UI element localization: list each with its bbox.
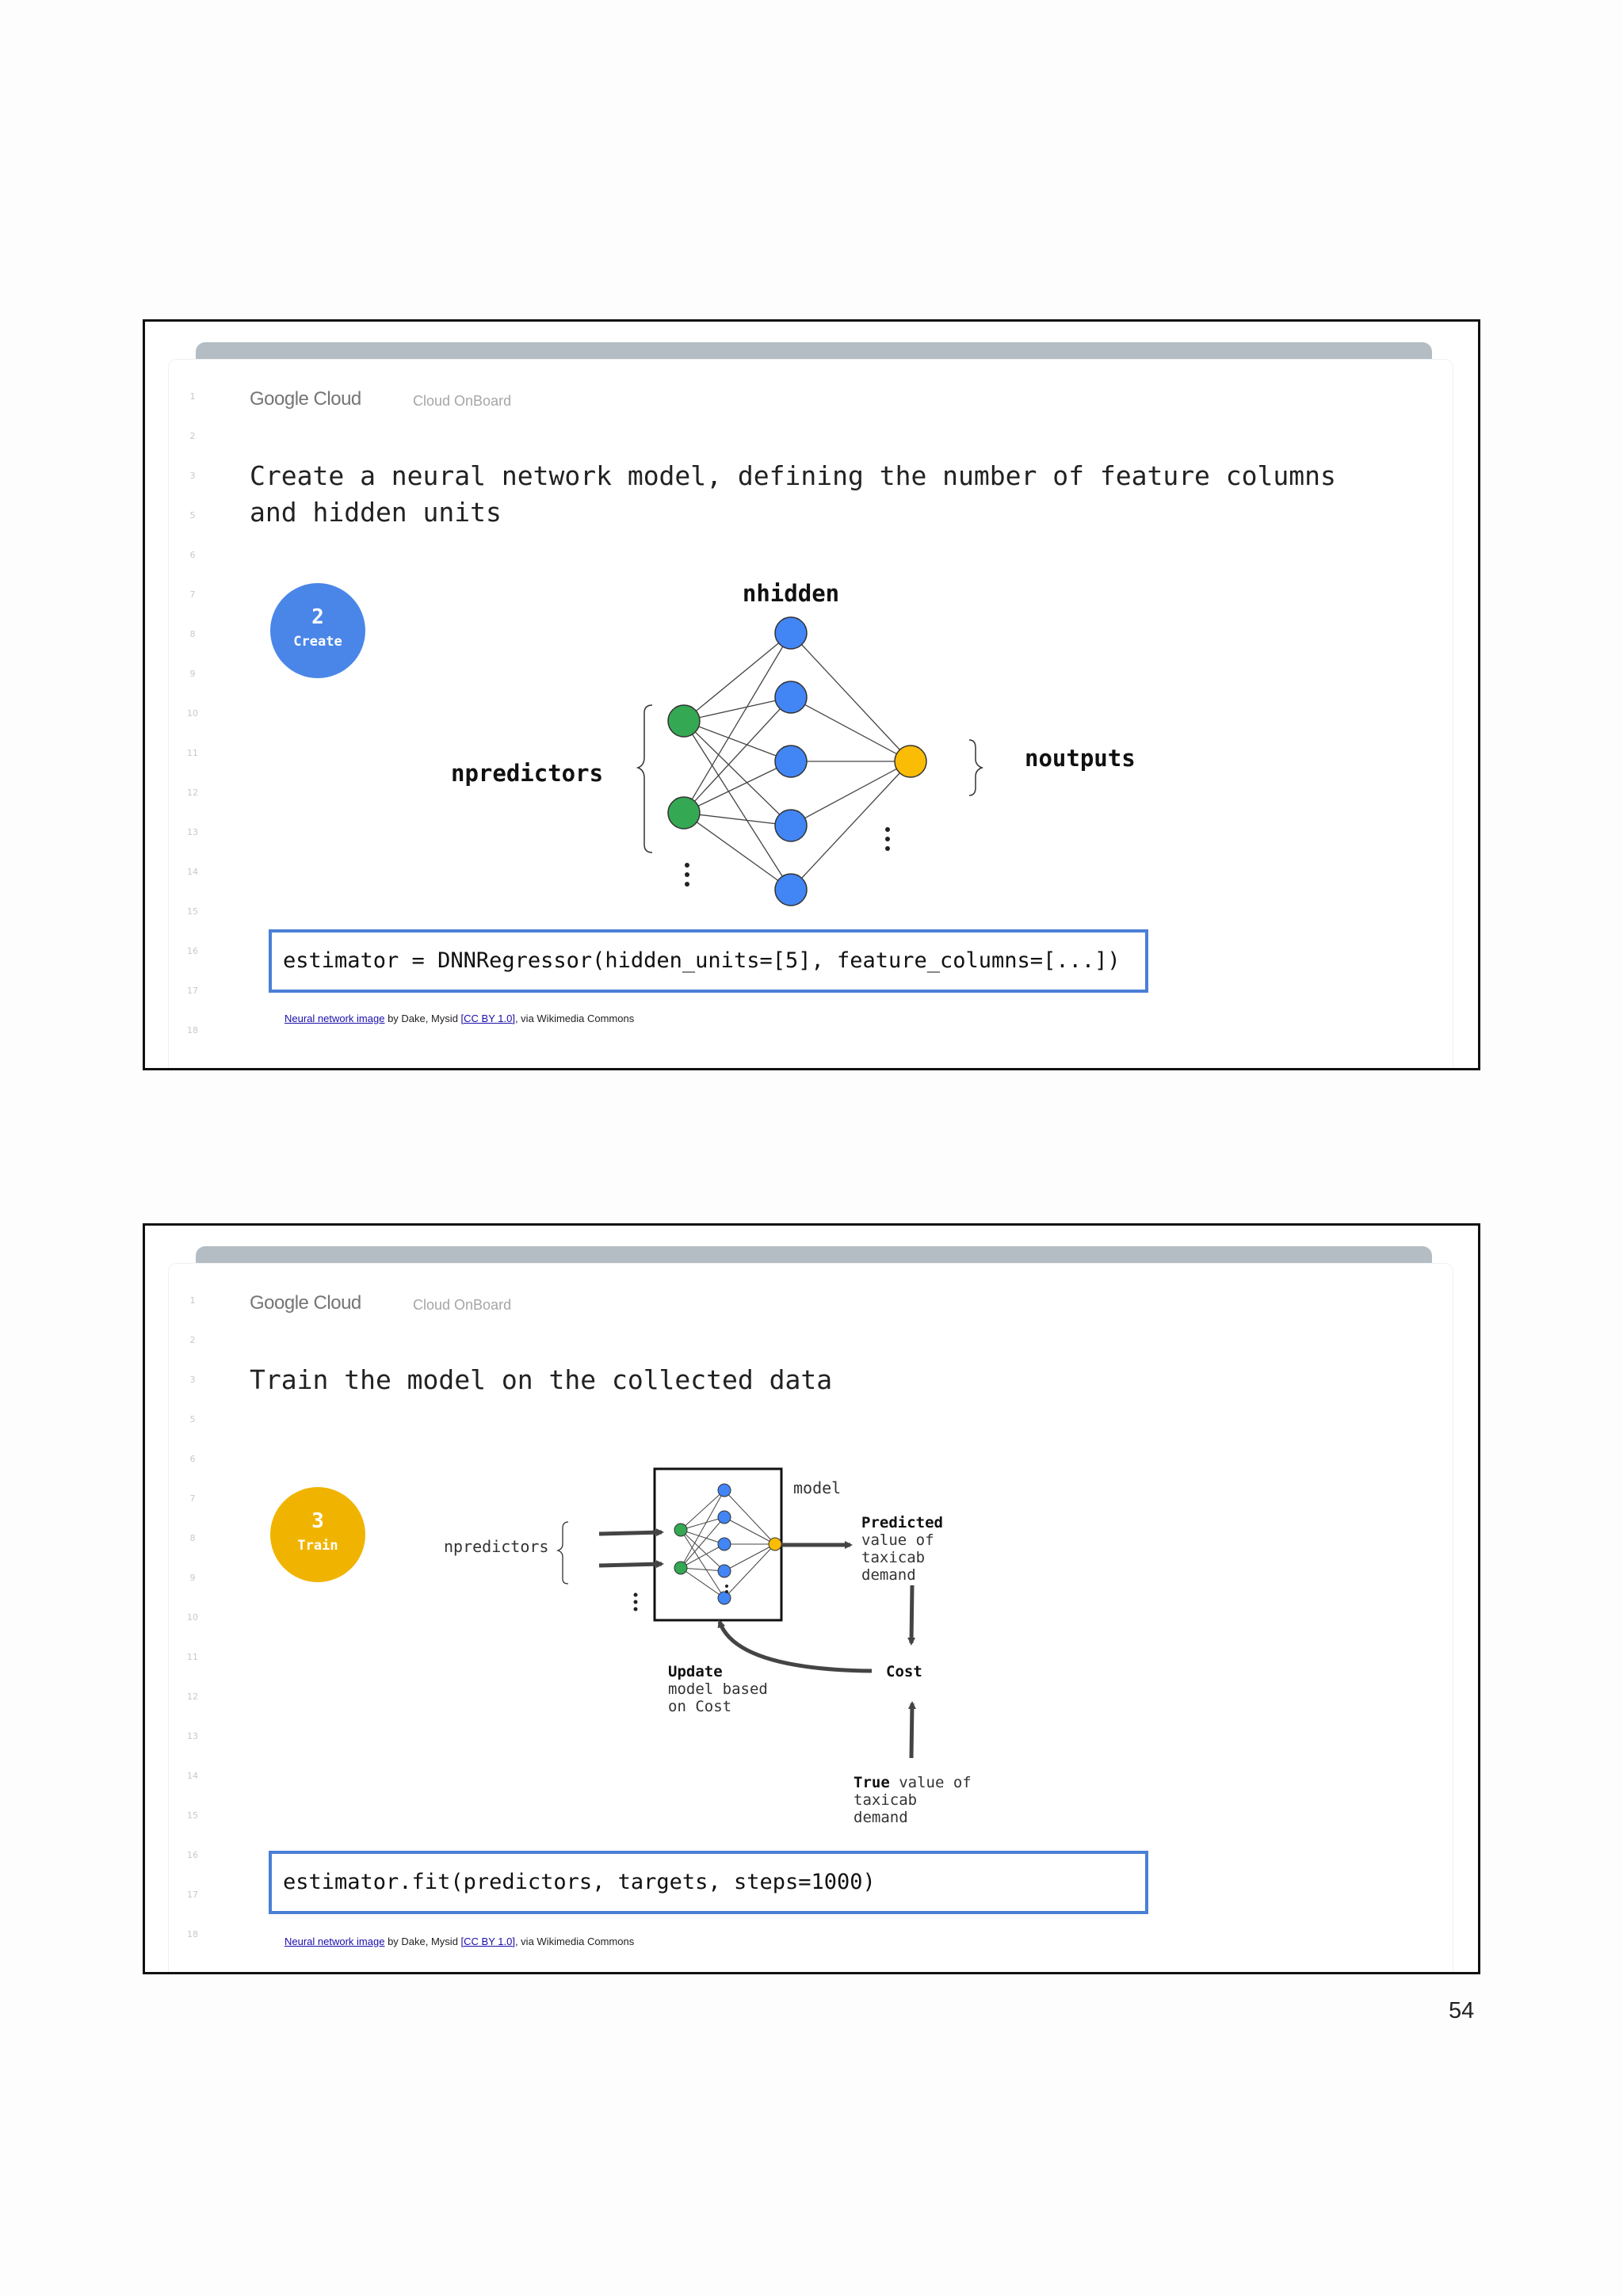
attribution-by: by Dake, Mysid — [384, 1936, 461, 1947]
hidden-node — [717, 1591, 731, 1605]
predicted-to-cost-arrow — [907, 1585, 916, 1646]
svg-text:taxicab: taxicab — [854, 1791, 917, 1809]
svg-text:demand: demand — [854, 1809, 908, 1826]
input-node — [667, 704, 701, 738]
npredictors-brace — [636, 704, 653, 853]
noutputs-label: noutputs — [1025, 745, 1136, 772]
slide-title: Train the model on the collected data — [250, 1364, 833, 1395]
ellipsis-dots — [633, 1585, 728, 1611]
input-node — [674, 1561, 688, 1575]
cloud-onboard-label: Cloud OnBoard — [413, 1297, 512, 1313]
npredictors-label: npredictors — [451, 760, 603, 787]
output-node — [894, 745, 927, 778]
step-badge-create: 2 Create — [270, 583, 365, 678]
input-arrow — [598, 1560, 664, 1569]
update-label: Update model based on Cost — [668, 1663, 768, 1715]
attribution-via: , via Wikimedia Commons — [514, 1013, 635, 1024]
hidden-node — [717, 1537, 731, 1551]
svg-text:Update: Update — [668, 1663, 723, 1680]
hidden-node — [774, 809, 808, 842]
npredictors-brace — [556, 1521, 569, 1585]
svg-text:demand: demand — [861, 1566, 916, 1584]
neural-network-diagram: nhidden npredictors noutputs — [451, 580, 1136, 906]
hidden-node — [774, 745, 808, 778]
page-number: 54 — [1449, 1998, 1475, 2023]
true-to-cost-arrow — [907, 1701, 916, 1759]
hidden-node — [717, 1483, 731, 1497]
step-number: 2 — [311, 605, 324, 629]
google-cloud-logo: Google Cloud — [250, 1292, 361, 1314]
step-label: Train — [297, 1538, 338, 1554]
attribution-by: by Dake, Mysid — [384, 1013, 461, 1024]
hidden-node — [774, 873, 808, 906]
slide-title: Create a neural network model, defining … — [250, 460, 1336, 528]
step-number: 3 — [311, 1509, 324, 1533]
predicted-label: Predicted value of taxicab demand — [861, 1514, 943, 1584]
true-value-label: True value of taxicab demand — [854, 1774, 972, 1826]
input-arrow — [598, 1528, 664, 1537]
hidden-node — [774, 616, 808, 650]
model-label: model — [793, 1478, 841, 1497]
svg-text:Predicted: Predicted — [861, 1514, 943, 1531]
license-link[interactable]: [CC BY 1.0] — [460, 1936, 515, 1947]
svg-text:taxicab: taxicab — [861, 1549, 925, 1566]
step-label: Create — [293, 634, 342, 650]
attribution-via: , via Wikimedia Commons — [514, 1936, 635, 1947]
google-cloud-logo: Google Cloud — [250, 388, 361, 410]
svg-text:True value of: True value of — [854, 1774, 972, 1791]
code-block: estimator = DNNRegressor(hidden_units=[5… — [269, 929, 1148, 993]
nhidden-label: nhidden — [743, 580, 839, 607]
image-attribution: Neural network image by Dake, Mysid [CC … — [285, 1936, 634, 1947]
training-loop-diagram: model npredictors Predicted value of tax… — [444, 1467, 972, 1826]
cost-label: Cost — [886, 1663, 922, 1680]
npredictors-label: npredictors — [444, 1537, 548, 1556]
cloud-onboard-label: Cloud OnBoard — [413, 393, 512, 409]
code-block: estimator.fit(predictors, targets, steps… — [269, 1851, 1148, 1914]
license-link[interactable]: [CC BY 1.0] — [460, 1013, 515, 1024]
attribution-link[interactable]: Neural network image — [285, 1936, 385, 1947]
input-node — [667, 796, 701, 830]
network-edges — [683, 632, 911, 891]
image-attribution: Neural network image by Dake, Mysid [CC … — [285, 1013, 634, 1024]
network-edges — [680, 1489, 776, 1599]
svg-text:value of: value of — [861, 1531, 934, 1549]
hidden-node — [774, 681, 808, 714]
svg-text:model based: model based — [668, 1680, 768, 1698]
attribution-link[interactable]: Neural network image — [285, 1013, 385, 1024]
output-node — [768, 1537, 782, 1551]
step-badge-train: 3 Train — [270, 1487, 365, 1582]
input-node — [674, 1523, 688, 1537]
hidden-node — [717, 1510, 731, 1524]
ellipsis-dots — [685, 827, 890, 887]
update-arrow — [717, 1619, 873, 1673]
hidden-node — [717, 1564, 731, 1578]
noutputs-brace — [968, 739, 984, 796]
svg-text:on Cost: on Cost — [668, 1698, 731, 1715]
